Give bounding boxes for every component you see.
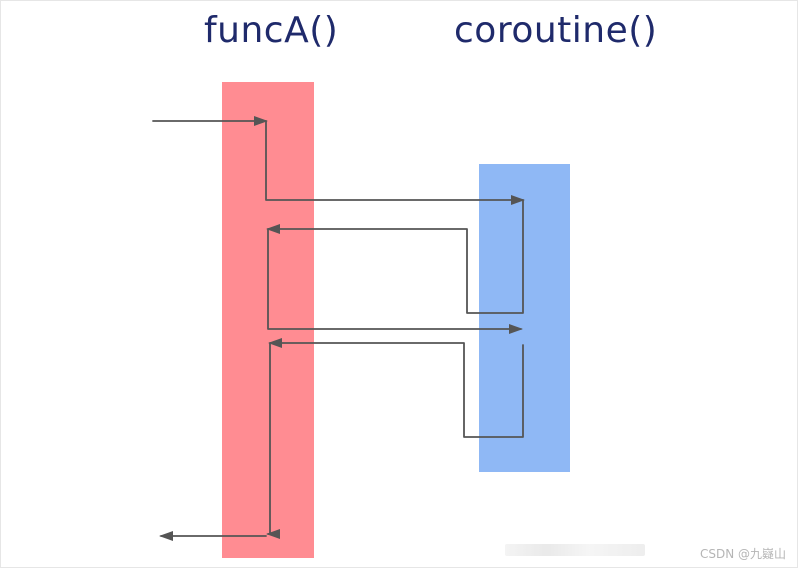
arrow-func-a-resume [267,228,523,334]
arrow-coroutine-return [268,338,524,438]
coroutine-title: coroutine() [454,10,658,51]
arrow-func-a-to-coroutine [265,120,525,205]
func-a-title: funcA() [204,10,339,51]
arrow-func-a-continue [266,342,280,539]
csdn-watermark: CSDN @九嶷山 [699,547,786,561]
blurred-watermark-strip [505,544,645,556]
coroutine-bar [479,164,570,472]
arrow-coroutine-yield-1 [266,199,524,314]
